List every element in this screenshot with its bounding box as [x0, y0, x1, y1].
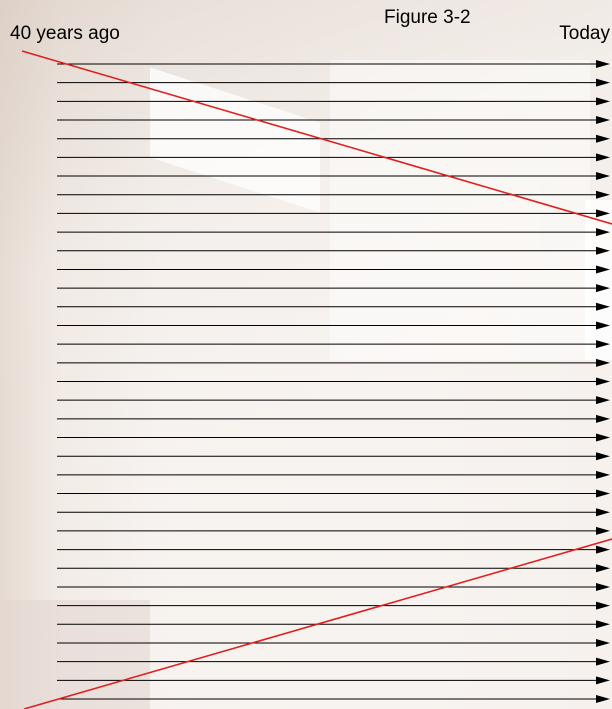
timeline-arrow: [57, 638, 610, 647]
today-label: Today: [559, 23, 610, 44]
timeline-arrow: [57, 190, 610, 199]
timeline-arrow: [57, 284, 610, 293]
arrowhead-icon: [596, 78, 610, 87]
timeline-arrow: [57, 582, 610, 591]
timeline-arrow: [57, 321, 610, 330]
arrowhead-icon: [596, 321, 610, 330]
arrowhead-icon: [596, 60, 610, 68]
arrowhead-icon: [596, 676, 610, 685]
arrowhead-icon: [596, 396, 610, 405]
arrowhead-icon: [596, 302, 610, 311]
timeline-arrow: [57, 209, 610, 218]
timeline-arrow: [57, 358, 610, 367]
timeline-arrow: [57, 377, 610, 386]
arrowhead-icon: [596, 601, 610, 610]
arrowhead-icon: [596, 489, 610, 498]
timeline-arrow: [57, 60, 610, 68]
background-panel: [330, 60, 590, 360]
arrowhead-icon: [596, 265, 610, 274]
background-panel: [585, 200, 612, 360]
arrowhead-icon: [596, 284, 610, 293]
arrowhead-icon: [596, 433, 610, 442]
arrowhead-icon: [596, 209, 610, 218]
timeline-arrow: [57, 172, 610, 181]
past-label: 40 years ago: [10, 23, 120, 44]
timeline-arrow: [57, 265, 610, 274]
arrowhead-icon: [596, 620, 610, 629]
ascending-trend-line: [23, 538, 612, 709]
arrowhead-icon: [596, 190, 610, 199]
timeline-arrow: [57, 657, 610, 666]
arrowhead-icon: [596, 116, 610, 125]
timeline-arrow: [57, 97, 610, 106]
timeline-arrow: [57, 340, 610, 349]
arrowhead-icon: [596, 508, 610, 517]
arrowhead-icon: [596, 228, 610, 237]
arrowhead-icon: [596, 582, 610, 591]
timeline-arrow: [57, 116, 610, 125]
arrowhead-icon: [596, 564, 610, 573]
arrowhead-icon: [596, 172, 610, 181]
timeline-arrow: [57, 601, 610, 610]
arrowhead-icon: [596, 153, 610, 162]
timeline-arrow: [57, 676, 610, 685]
arrowhead-icon: [596, 377, 610, 386]
figure-title: Figure 3-2: [384, 7, 471, 28]
timeline-arrow: [57, 302, 610, 311]
arrowhead-icon: [596, 134, 610, 143]
timeline-arrow: [57, 620, 610, 629]
timeline-arrow: [57, 396, 610, 405]
background-panel: [0, 600, 150, 709]
arrowhead-icon: [596, 414, 610, 423]
arrowhead-icon: [596, 695, 610, 703]
arrowhead-icon: [596, 545, 610, 554]
timeline-arrow: [57, 433, 610, 442]
descending-trend-line: [21, 50, 612, 225]
timeline-arrow: [57, 228, 610, 237]
timeline-arrow: [57, 508, 610, 517]
arrowhead-icon: [596, 470, 610, 479]
timeline-arrow: [57, 153, 610, 162]
timeline-arrow: [57, 489, 610, 498]
arrowhead-icon: [596, 638, 610, 647]
timeline-arrow: [57, 545, 610, 554]
timeline-arrow: [57, 134, 610, 143]
timeline-arrow: [57, 470, 610, 479]
arrowhead-icon: [596, 97, 610, 106]
timeline-arrow: [57, 414, 610, 423]
timeline-arrow: [57, 452, 610, 461]
arrowhead-icon: [596, 358, 610, 367]
timeline-arrow: [57, 564, 610, 573]
timeline-arrow: [57, 246, 610, 255]
timeline-arrow: [57, 78, 610, 87]
arrowhead-icon: [596, 246, 610, 255]
arrowhead-icon: [596, 452, 610, 461]
timeline-arrow: [57, 526, 610, 535]
arrowhead-icon: [596, 657, 610, 666]
timeline-arrow: [57, 695, 610, 703]
arrowhead-icon: [596, 526, 610, 535]
arrowhead-icon: [596, 340, 610, 349]
